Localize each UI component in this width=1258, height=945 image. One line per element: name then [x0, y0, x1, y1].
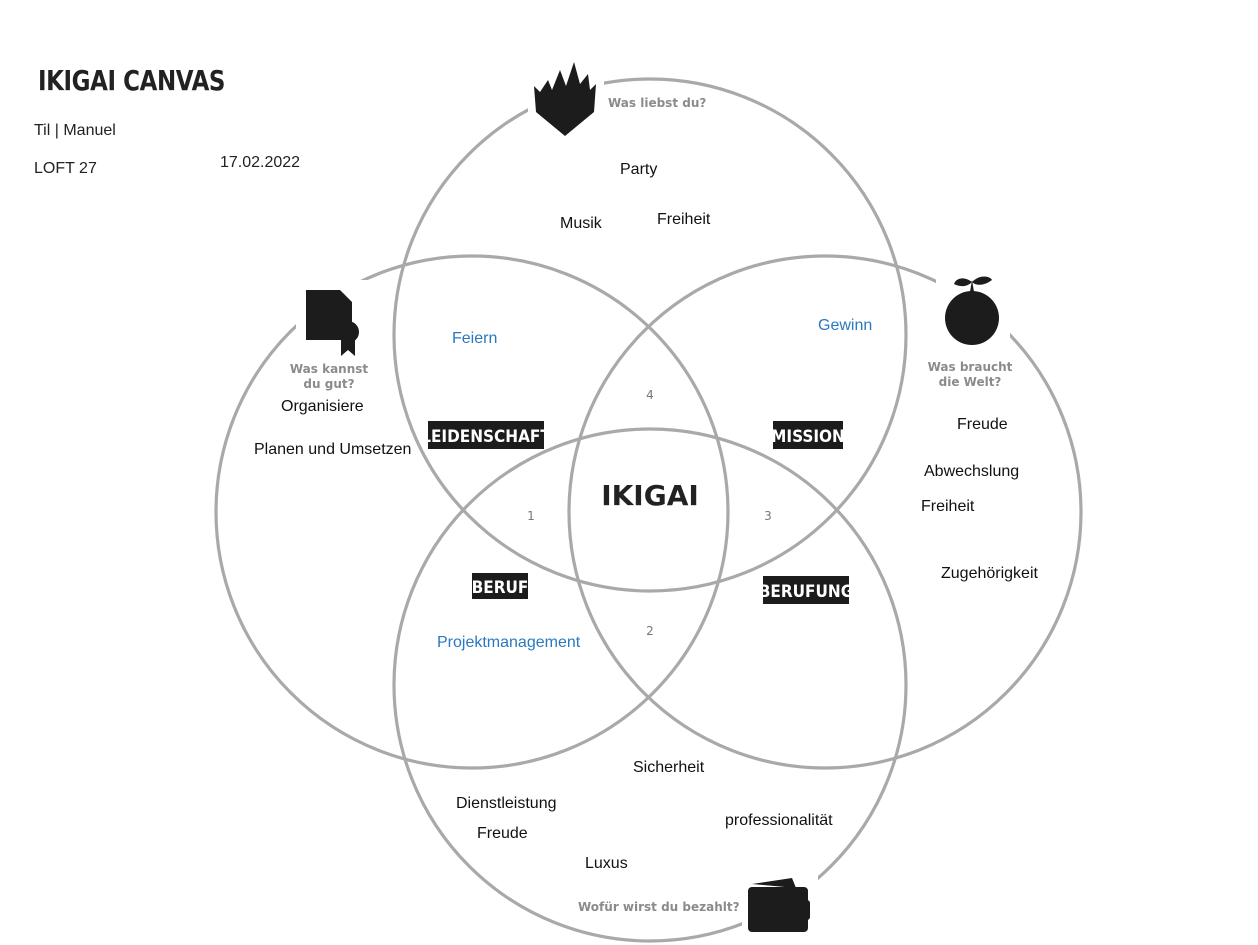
prompt-world-line1: Was braucht: [928, 360, 1013, 374]
participants: Til | Manuel: [34, 122, 116, 139]
note-world: Zugehörigkeit: [941, 565, 1039, 582]
prompt-good-at-line1: Was kannst: [290, 362, 369, 376]
page-title: IKIGAI CANVAS: [38, 64, 226, 97]
prompt-good-at-line2: du gut?: [303, 377, 354, 391]
note-world: Abwechslung: [924, 463, 1019, 480]
ikigai-center-label: IKIGAI: [601, 479, 699, 512]
overlap-number-2: 2: [646, 624, 654, 638]
prompt-paid-for: Wofür wirst du bezahlt?: [578, 900, 740, 914]
tag-profession-label: BERUF: [472, 578, 529, 598]
tag-vocation: BERUFUNG: [759, 576, 854, 604]
note-good-at: Organisiere: [281, 398, 364, 415]
wallet-icon: [748, 878, 810, 932]
circle-world-needs: [567, 254, 1083, 770]
circle-good-at: [214, 254, 730, 770]
note-love: Freiheit: [657, 211, 711, 228]
globe-sprout-icon: [945, 276, 999, 345]
note-paid: Luxus: [585, 855, 628, 872]
note-paid: Sicherheit: [633, 759, 705, 776]
overlap-number-4: 4: [646, 388, 654, 402]
note-paid: professionalität: [725, 812, 833, 829]
tag-mission-label: MISSION: [771, 427, 845, 447]
note-world: Freiheit: [921, 498, 975, 515]
note-love: Musik: [560, 215, 603, 232]
note-paid: Freude: [477, 825, 528, 842]
tag-passion: LEIDENSCHAFT: [421, 421, 551, 449]
tag-profession: BERUF: [472, 573, 529, 599]
tag-mission: MISSION: [771, 421, 845, 449]
prompt-love: Was liebst du?: [608, 96, 706, 110]
note-world: Freude: [957, 416, 1008, 433]
note-mission: Gewinn: [818, 317, 872, 334]
overlap-number-3: 3: [764, 509, 772, 523]
note-good-at: Planen und Umsetzen: [254, 441, 411, 458]
prompt-world-line2: die Welt?: [939, 375, 1002, 389]
overlap-number-1: 1: [527, 509, 535, 523]
circle-paid-for: [392, 427, 908, 943]
certificate-icon: [306, 290, 359, 356]
location: LOFT 27: [34, 160, 97, 177]
date: 17.02.2022: [220, 154, 301, 171]
tag-vocation-label: BERUFUNG: [759, 582, 854, 602]
note-profession: Projektmanagement: [437, 634, 581, 651]
circle-love: [392, 77, 908, 593]
tag-passion-label: LEIDENSCHAFT: [421, 427, 551, 447]
note-love: Party: [620, 161, 657, 178]
note-passion: Feiern: [452, 330, 497, 347]
flaming-heart-icon: [534, 62, 596, 136]
note-paid: Dienstleistung: [456, 795, 557, 812]
